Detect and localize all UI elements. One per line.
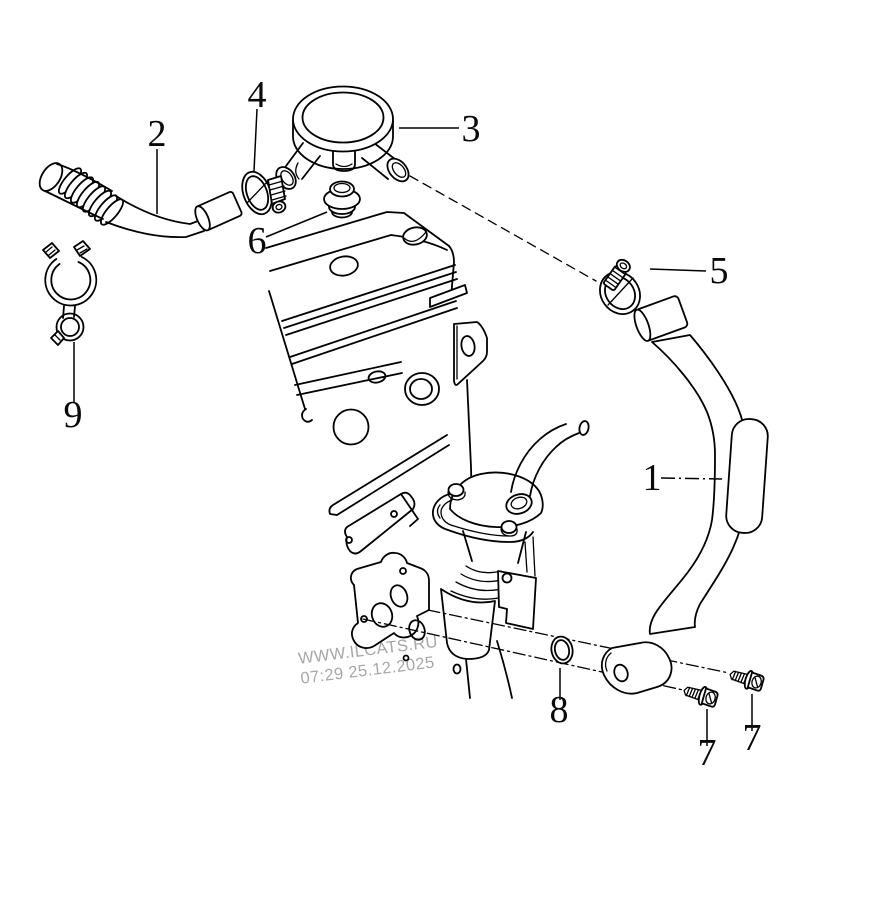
o-ring	[550, 635, 574, 665]
callout-labels: 1 2 3 4 5 6 7 7 8 9	[64, 74, 762, 774]
callout-3-label: 3	[462, 108, 481, 150]
spring-clamp-pair	[42, 240, 98, 346]
hose-end	[578, 420, 590, 436]
mounting-bracket	[453, 321, 488, 386]
lower-plate	[344, 491, 416, 555]
breather-hose	[38, 162, 243, 239]
grommet	[323, 180, 361, 219]
bolt-head	[447, 483, 465, 497]
hose-clamp-4	[241, 170, 287, 216]
bracket-rail	[429, 284, 468, 308]
engine-block	[265, 211, 488, 555]
hose-clamp-5	[599, 258, 641, 315]
callout-8-label: 8	[550, 689, 569, 731]
mounting-flange	[350, 551, 430, 662]
callout-2-label: 2	[148, 113, 167, 155]
callout-1-label: 1	[643, 457, 662, 499]
screw	[726, 664, 766, 694]
callout-9-label: 9	[64, 394, 83, 436]
callout-6-label: 6	[248, 220, 267, 262]
pipe-flat-face	[725, 418, 769, 534]
callout-7b-label: 7	[743, 717, 762, 759]
oil-separator	[275, 85, 410, 190]
pcv-valve-unit	[432, 420, 590, 699]
bolt-head	[500, 520, 518, 534]
callout-7-label: 7	[698, 732, 717, 774]
callout-4-label: 4	[248, 74, 267, 116]
callout-leaders	[73, 108, 753, 746]
ventilation-pipe	[600, 295, 769, 695]
callout-5-label: 5	[710, 250, 729, 292]
screw	[680, 680, 720, 710]
pipe-flange	[600, 641, 673, 695]
